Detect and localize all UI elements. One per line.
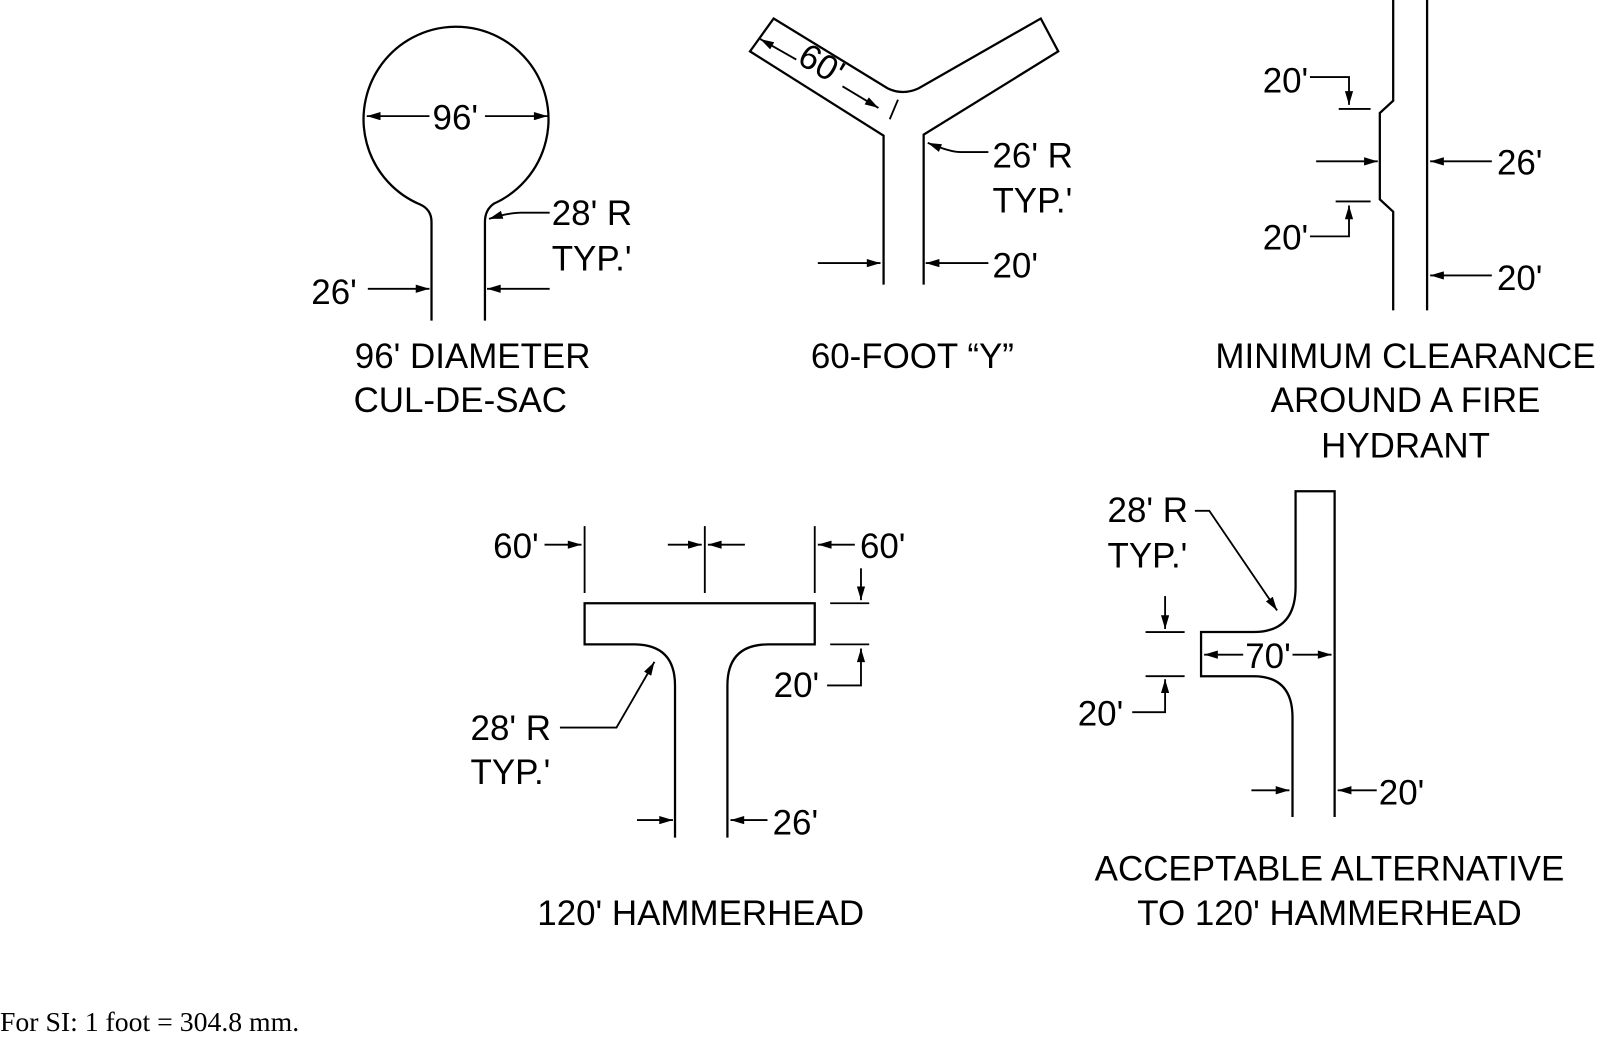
si-footnote: For SI: 1 foot = 304.8 mm.: [0, 1007, 299, 1038]
hammerhead-radius-typ-label: TYP.': [471, 753, 551, 792]
hydrant-top-clearance-label: 20': [1263, 61, 1309, 100]
hammerhead-width-label: 26': [773, 803, 819, 842]
hammerhead-figure: 60' 60' 20' 28' R TYP.' 26' 120' HAMMERH…: [471, 526, 906, 933]
alt-caption-2: TO 120' HAMMERHEAD: [1137, 894, 1521, 933]
width-label: 26': [311, 273, 357, 312]
alt-caption: ACCEPTABLE ALTERNATIVE: [1095, 850, 1565, 889]
alt-length-label: 70': [1245, 637, 1291, 676]
hydrant-caption-3: HYDRANT: [1321, 426, 1490, 465]
hammerhead-depth-label: 20': [774, 666, 820, 705]
hydrant-caption-2: AROUND A FIRE: [1271, 381, 1541, 420]
hammerhead-left-length-label: 60': [493, 527, 539, 566]
alternative-hammerhead-figure: 28' R TYP.' 20' 70' 20' ACCEPTABLE ALTER…: [1078, 490, 1565, 933]
hydrant-bottom-clearance-label: 20': [1263, 219, 1309, 258]
cul-de-sac-caption-2: CUL-DE-SAC: [354, 381, 567, 420]
alt-radius-label: 28' R: [1108, 491, 1188, 530]
cul-de-sac-figure: 96' 28' R TYP.' 26' 96' DIAMETER CUL-DE-…: [311, 25, 632, 420]
hammerhead-caption: 120' HAMMERHEAD: [537, 894, 864, 933]
radius-typ-label: TYP.': [552, 239, 632, 278]
hydrant-road-width-label: 20': [1497, 259, 1543, 298]
diameter-label: 96': [433, 98, 479, 137]
y-width-label: 20': [992, 246, 1038, 285]
hammerhead-right-length-label: 60': [860, 527, 906, 566]
hydrant-wide-width-label: 26': [1497, 144, 1543, 183]
y-turnaround-figure: 60' 26' R TYP.' 20' 60-FOOT “Y”: [748, 16, 1073, 376]
alt-depth-label: 20': [1078, 695, 1124, 734]
radius-label: 28' R: [552, 194, 632, 233]
hydrant-caption: MINIMUM CLEARANCE: [1215, 337, 1595, 376]
alt-width-label: 20': [1379, 774, 1425, 813]
y-caption: 60-FOOT “Y”: [811, 337, 1014, 376]
hammerhead-radius-label: 28' R: [471, 709, 551, 748]
hydrant-clearance-figure: 20' 20' 26' 20' MINIMUM CLEARANCE AROUND…: [1215, 0, 1596, 465]
cul-de-sac-caption: 96' DIAMETER: [355, 337, 591, 376]
alt-radius-typ-label: TYP.': [1108, 536, 1188, 575]
y-radius-typ-label: TYP.': [992, 182, 1072, 221]
y-radius-label: 26' R: [992, 137, 1072, 176]
